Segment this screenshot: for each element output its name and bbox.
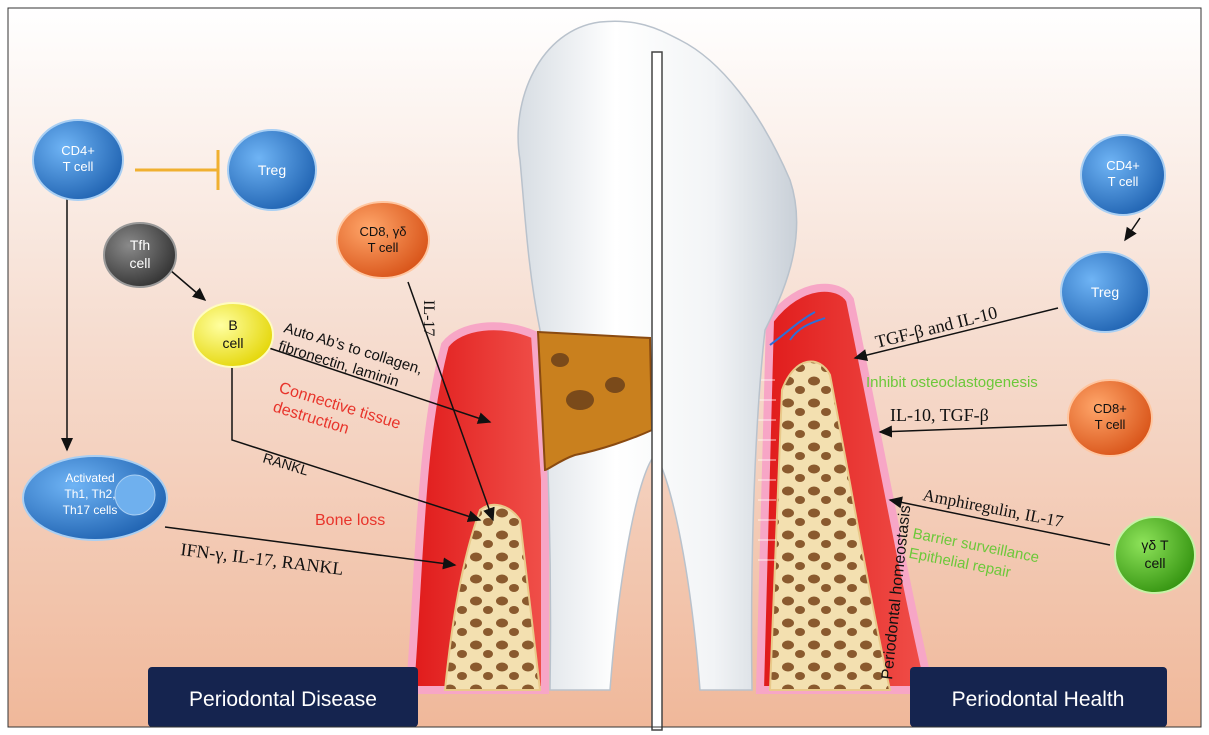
label-il10-tgf: IL-10, TGF-β <box>890 405 989 425</box>
cd4-tcell-right: CD4+T cell <box>1081 135 1165 215</box>
svg-text:Periodontal Health: Periodontal Health <box>952 688 1125 711</box>
cd8-tcell-right: CD8+T cell <box>1068 380 1152 456</box>
treg-right: Treg <box>1061 252 1149 332</box>
label-il17-vertical: IL-17 <box>420 300 437 336</box>
svg-text:Treg: Treg <box>258 162 286 178</box>
label-bone-loss: Bone loss <box>315 512 385 529</box>
svg-text:CD4+T cell: CD4+T cell <box>1106 158 1140 189</box>
cd4-tcell-left: CD4+T cell <box>33 120 123 200</box>
divider-line <box>652 52 662 730</box>
banner-disease: Periodontal Disease <box>148 667 418 727</box>
svg-text:Treg: Treg <box>1091 284 1119 300</box>
label-inhibit: Inhibit osteoclastogenesis <box>866 374 1038 391</box>
svg-text:CD4+T cell: CD4+T cell <box>61 143 95 174</box>
svg-text:Periodontal Disease: Periodontal Disease <box>189 688 377 711</box>
treg-left: Treg <box>228 130 316 210</box>
svg-text:CD8+T cell: CD8+T cell <box>1093 401 1127 432</box>
banner-health: Periodontal Health <box>910 667 1167 727</box>
